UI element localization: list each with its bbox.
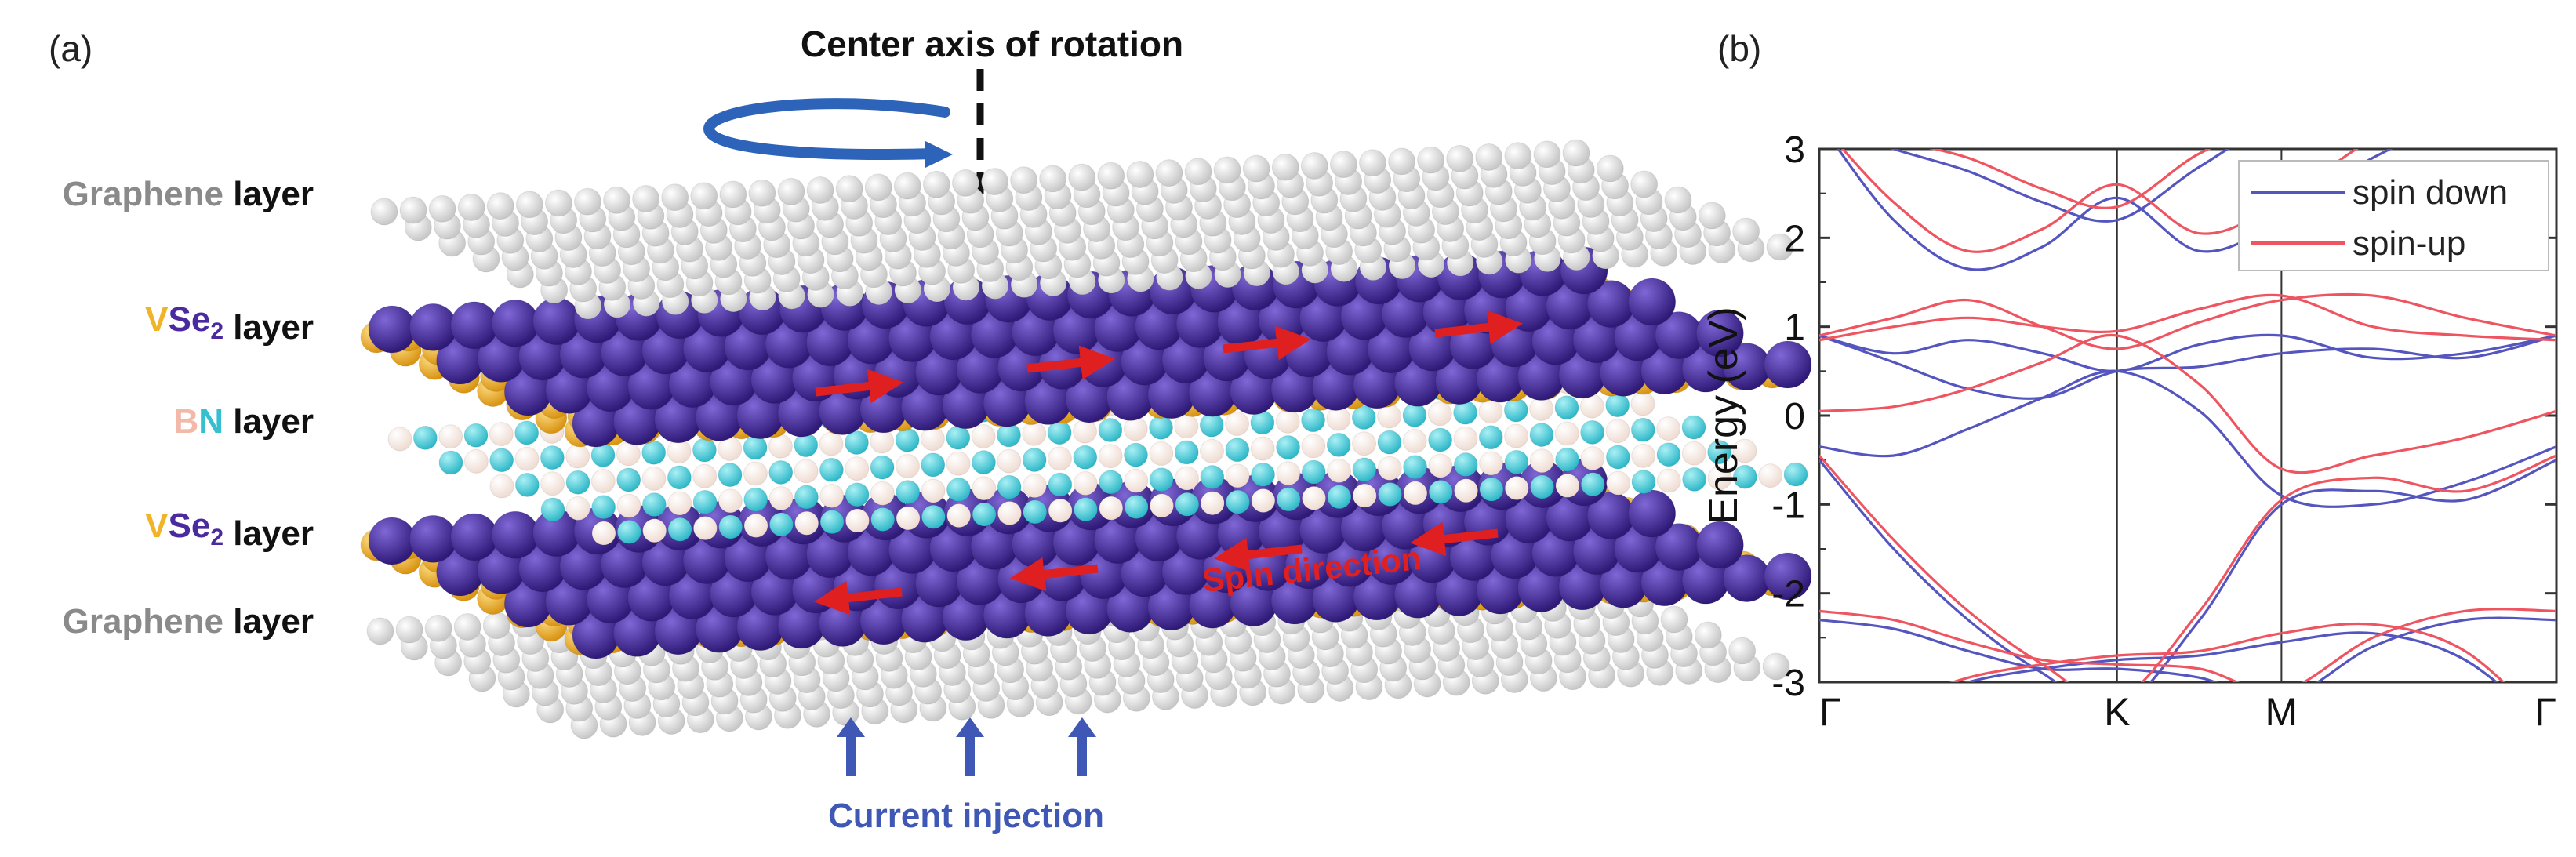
band-line [1949, 622, 2505, 682]
kpoint-label: K [2104, 690, 2130, 734]
spin-arrow-icon [1223, 325, 1311, 361]
legend: spin down spin-up [2238, 160, 2549, 271]
rotation-axis-label: Center axis of rotation [801, 24, 1183, 64]
current-injection-arrows [837, 717, 1096, 776]
layer-label-vse2-bottom: VSe2 layer [145, 507, 314, 553]
spin-arrow-icon [1410, 521, 1499, 557]
spin-arrow-icon [1434, 310, 1523, 345]
band-line [1819, 608, 2556, 682]
panel-a-label: (a) [49, 28, 93, 69]
spin-arrows [814, 310, 1523, 616]
y-tick-label: 1 [1784, 307, 1805, 349]
spin-arrow-icon [814, 580, 903, 616]
bands [1819, 149, 2556, 682]
band-line [1819, 454, 2556, 682]
band-line [1819, 292, 2556, 350]
kpoint-label: M [2265, 690, 2298, 734]
y-tick-label: -1 [1771, 485, 1805, 526]
legend-entry: spin down [2353, 173, 2508, 212]
layer-label-vse2-top: VSe2 layer [145, 300, 314, 347]
band-line [1964, 631, 2498, 682]
band-line [1837, 149, 2393, 271]
y-tick-label: 2 [1784, 218, 1805, 260]
band-line [1819, 369, 2556, 508]
heterostructure-illustration [360, 139, 1812, 739]
spin-arrow-icon [815, 369, 903, 404]
y-tick-label: 3 [1784, 129, 1805, 171]
y-tick-label: -3 [1771, 663, 1805, 704]
y-tick-label: -2 [1771, 574, 1805, 616]
layer-label-graphene-top: Graphene layer [63, 175, 314, 213]
current-injection-label: Current injection [828, 797, 1104, 835]
legend-box [2238, 160, 2549, 271]
y-axis-label: Energy (eV) [1701, 307, 1746, 524]
band-line [1889, 149, 2230, 223]
series-spin-up [1819, 149, 2556, 682]
band-line [1819, 616, 2556, 682]
spin-arrow-icon [1214, 537, 1303, 572]
kpoint-label: Γ [2534, 690, 2556, 734]
layer-label-bn: BN layer [173, 402, 314, 441]
kpoint-label: Γ [1819, 690, 1841, 734]
spin-arrow-icon [1026, 345, 1115, 380]
y-tick-label: 0 [1784, 396, 1805, 438]
band-line [1819, 333, 2556, 372]
band-line [1928, 149, 2211, 209]
legend-entry: spin-up [2353, 224, 2465, 263]
band-line [1819, 459, 2556, 682]
spin-arrow-icon [1010, 557, 1099, 592]
band-line [1840, 149, 2359, 253]
band-line [1819, 333, 2556, 474]
band-line [1819, 334, 2556, 400]
band-line [1819, 293, 2556, 342]
graphene-top-layer [370, 139, 1794, 320]
rotation-arrow-icon [703, 98, 953, 168]
panel-b-label: (b) [1717, 28, 1761, 69]
layer-label-graphene-bottom: Graphene layer [63, 602, 314, 641]
series-spin-down [1819, 149, 2556, 682]
band-structure-chart: 3 2 1 0 -1 -2 -3Γ K M Γ Energy (eV) spin down spin-u… [1701, 129, 2558, 734]
panel-a: (a) Center axis of rotation Graphene lay… [49, 24, 1812, 835]
